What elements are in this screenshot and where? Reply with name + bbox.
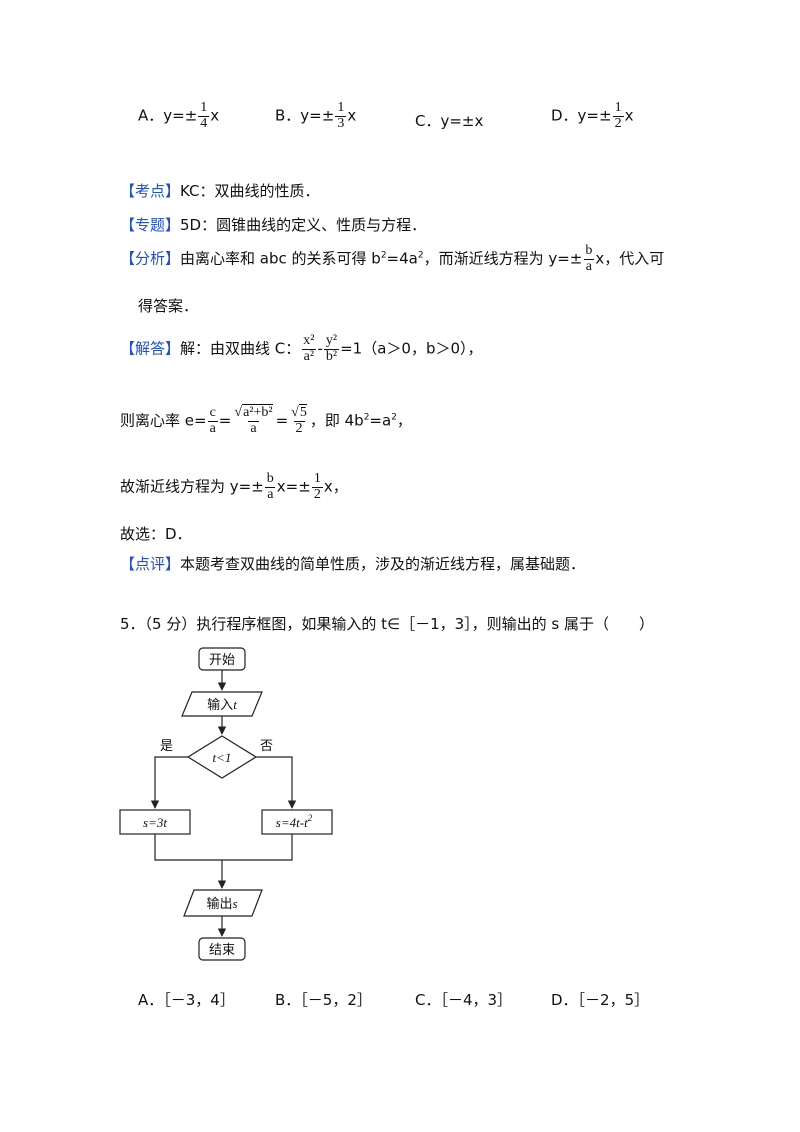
dianping-line: 【点评】本题考查双曲线的简单性质，涉及的渐近线方程，属基础题． — [120, 555, 586, 573]
flow-input-label: 输入t — [207, 697, 237, 713]
flow-decision — [186, 735, 258, 779]
kaodian-tag: 【考点】 — [120, 182, 181, 200]
flow-output-box — [183, 889, 263, 917]
q5-option-a: A．［－3，4］ — [138, 991, 235, 1009]
kaodian-line: 【考点】KC：双曲线的性质． — [120, 182, 320, 200]
dianping-tag: 【点评】 — [120, 555, 181, 573]
flow-no-label: 否 — [260, 739, 273, 754]
flow-input-box — [181, 691, 263, 717]
flow-right-box — [261, 809, 333, 835]
flow-output-label: 输出s — [206, 896, 237, 912]
fenxi-line2: 得答案． — [138, 297, 199, 315]
question5-stem: 5．（5 分）执行程序框图，如果输入的 t∈［－1，3］，则输出的 s 属于（ … — [120, 615, 655, 633]
flow-yes-label: 是 — [160, 739, 173, 754]
flow-decision-label: t<1 — [213, 750, 232, 765]
flow-left-label: s=3t — [143, 815, 167, 830]
zhuanti-tag: 【专题】 — [120, 216, 181, 234]
flow-right-label: s=4t-t2 — [276, 813, 313, 830]
q5-option-c: C．［－4，3］ — [415, 991, 513, 1009]
flow-end-box — [198, 937, 246, 961]
jieda-tag: 【解答】 — [120, 339, 181, 358]
q5-option-d: D．［－2，5］ — [551, 991, 650, 1009]
flowchart: 开始 输入t t<1 是 否 s=3t s=4t-t2 输出s 结束 — [119, 647, 333, 961]
prev-option-c: C．y=±x — [415, 112, 484, 130]
fenxi-tag: 【分析】 — [120, 249, 181, 268]
zhuanti-line: 【专题】5D：圆锥曲线的定义、性质与方程． — [120, 216, 427, 234]
flow-end-label: 结束 — [209, 943, 235, 958]
choose-line: 故选：D． — [120, 525, 192, 543]
flow-start-label: 开始 — [209, 653, 235, 668]
q5-option-b: B．［－5，2］ — [275, 991, 372, 1009]
flow-left-box — [119, 809, 191, 835]
